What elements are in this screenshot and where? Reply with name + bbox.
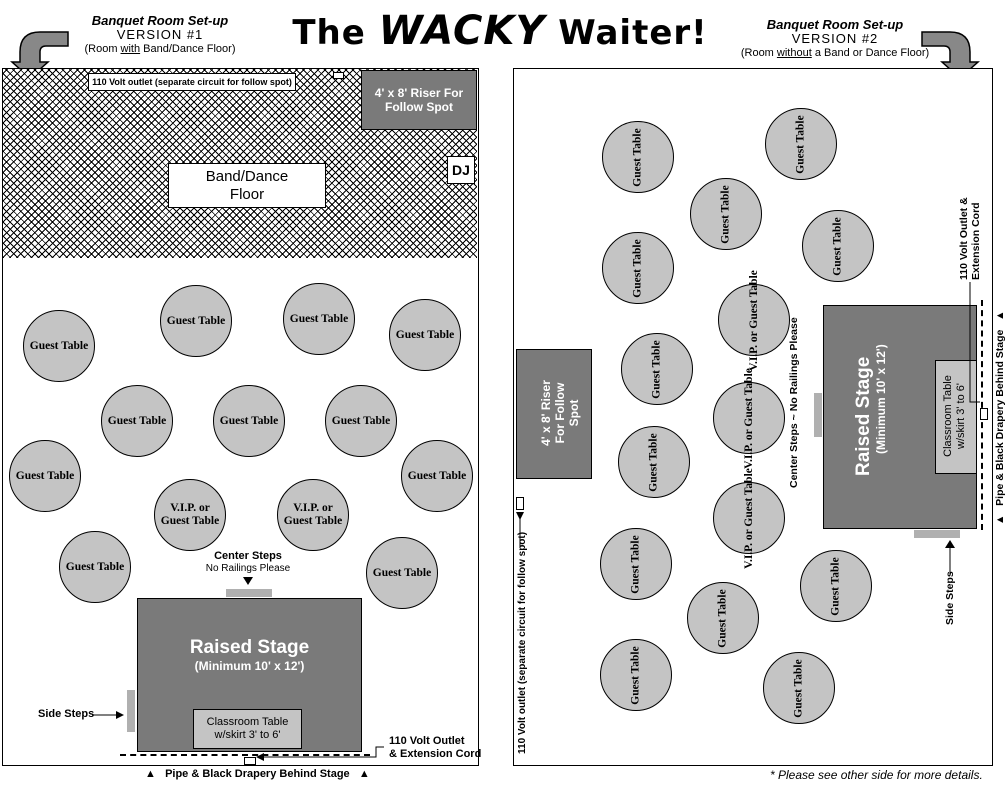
v1-center-steps: [226, 589, 272, 597]
v2-guest-table: Guest Table: [802, 210, 874, 282]
v1-drapery-label: ▲ Pipe & Black Drapery Behind Stage ▲: [145, 768, 370, 780]
v1-side-steps: [127, 690, 135, 732]
v1-guest-table: Guest Table: [59, 531, 131, 603]
v2-guest-table: Guest Table: [800, 550, 872, 622]
v2-guest-table: Guest Table: [763, 652, 835, 724]
v2-outlet-left-label: 110 Volt outlet (separate circuit for fo…: [517, 531, 528, 754]
v2-guest-table: Guest Table: [690, 178, 762, 250]
v2-outlet-right-label: 110 Volt Outlet & Extension Cord: [958, 197, 982, 280]
v1-guest-table: Guest Table: [283, 283, 355, 355]
title-wacky: WACKY: [378, 8, 546, 54]
v2-guest-table: Guest Table: [602, 232, 674, 304]
footnote: * Please see other side for more details…: [770, 768, 983, 782]
v1-center-steps-label: Center Steps: [214, 550, 282, 562]
v2-extension-cord-arrow-icon: [969, 282, 980, 403]
v2-vip-table: V.I.P. or Guest Table: [713, 368, 785, 468]
v2-guest-table: Guest Table: [621, 333, 693, 405]
v2-version: VERSION #2: [791, 31, 879, 46]
v2-outlet-left-icon: [516, 497, 524, 510]
v1-vip-table: V.I.P. or Guest Table: [154, 479, 226, 551]
v1-outlet-bottom-icon: [244, 757, 256, 765]
v2-note: (Room without a Band or Dance Floor): [740, 47, 930, 59]
v1-heading: Banquet Room Set-up: [91, 13, 229, 28]
v1-extension-cord-arrow-icon: [256, 746, 384, 761]
v1-dance-floor-label: Band/Dance Floor: [168, 163, 326, 208]
v1-dj: DJ: [447, 156, 475, 184]
v2-guest-table: Guest Table: [687, 582, 759, 654]
v2-stage-title: Raised Stage: [853, 356, 874, 476]
title-pre: The: [292, 13, 379, 53]
v1-guest-table: Guest Table: [101, 385, 173, 457]
v2-riser: 4' x 8' Riser For Follow Spot: [516, 349, 592, 479]
v1-guest-table: Guest Table: [366, 537, 438, 609]
v2-side-steps: [914, 530, 960, 538]
v1-guest-table: Guest Table: [401, 440, 473, 512]
v1-header: Banquet Room Set-up VERSION #1 (Room wit…: [60, 14, 260, 56]
v1-vip-table: V.I.P. or Guest Table: [277, 479, 349, 551]
v1-guest-table: Guest Table: [325, 385, 397, 457]
v1-side-steps-arrow-icon: [92, 711, 124, 719]
v2-guest-table: Guest Table: [618, 426, 690, 498]
v2-side-steps-label: Side Steps: [944, 571, 956, 625]
v2-header: Banquet Room Set-up VERSION #2 (Room wit…: [730, 18, 940, 60]
v1-classroom-table: Classroom Table w/skirt 3' to 6': [193, 709, 302, 749]
v1-note: (Room with Band/Dance Floor): [84, 43, 236, 55]
v2-guest-table: Guest Table: [600, 528, 672, 600]
v1-guest-table: Guest Table: [389, 299, 461, 371]
v2-guest-table: Guest Table: [765, 108, 837, 180]
v2-guest-table: Guest Table: [602, 121, 674, 193]
v1-no-railings-label: No Railings Please: [205, 563, 291, 574]
v2-outlet-left-arrow-icon: [516, 512, 524, 548]
v1-stage-title: Raised Stage: [189, 637, 310, 658]
v1-stage-size: (Minimum 10' x 12'): [194, 659, 305, 673]
v2-vip-table: V.I.P. or Guest Table: [718, 270, 790, 370]
page-title: The WACKY Waiter!: [290, 8, 710, 54]
v1-guest-table: Guest Table: [23, 310, 95, 382]
title-post: Waiter!: [545, 13, 708, 53]
v2-center-steps-label: Center Steps ~ No Railings Please: [788, 317, 800, 488]
v2-center-steps: [814, 393, 822, 437]
v2-stage-size: (Minimum 10' x 12'): [874, 344, 888, 454]
v2-heading: Banquet Room Set-up: [766, 17, 904, 32]
v1-drapery-line: [120, 748, 370, 756]
v1-outlet-bottom-label: 110 Volt Outlet& Extension Cord: [389, 735, 482, 760]
v1-side-steps-label: Side Steps: [38, 708, 95, 720]
v1-outlet-top-icon: [333, 72, 344, 79]
v1-guest-table: Guest Table: [213, 385, 285, 457]
v2-vip-table: V.I.P. or Guest Table: [713, 468, 785, 568]
v1-center-steps-arrow-icon: [243, 577, 253, 585]
v2-outlet-right-icon: [980, 408, 988, 420]
v1-guest-table: Guest Table: [160, 285, 232, 357]
v2-guest-table: Guest Table: [600, 639, 672, 711]
v2-drapery-label: ▲ Pipe & Black Drapery Behind Stage ▲: [994, 310, 1006, 525]
v1-guest-table: Guest Table: [9, 440, 81, 512]
v1-version: VERSION #1: [116, 27, 204, 42]
v1-outlet-top-label: 110 Volt outlet (separate circuit for fo…: [88, 73, 296, 91]
v1-riser: 4' x 8' Riser For Follow Spot: [361, 70, 477, 130]
v2-side-steps-arrow-icon: [945, 540, 955, 574]
